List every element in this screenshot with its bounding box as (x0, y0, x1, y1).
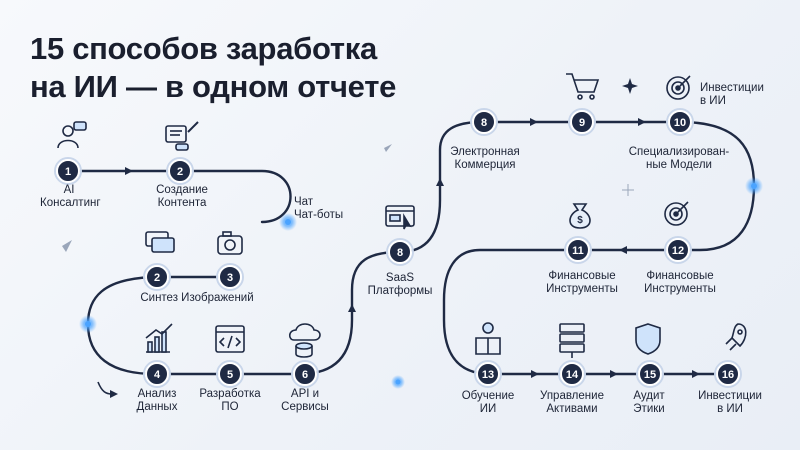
chart-icon (145, 323, 173, 353)
step-number: 9 (579, 117, 585, 129)
pointer-decoration (62, 240, 72, 252)
step-node-8: 8 (386, 238, 414, 266)
cloud-database-icon (288, 323, 321, 358)
step-node-3: 3 (216, 263, 244, 291)
shopping-cart-icon (566, 73, 600, 100)
title-line-2: на ИИ — в одном отчете (30, 69, 397, 104)
flow-arrows (110, 118, 700, 398)
small-arrow-curve (97, 381, 113, 395)
step-node-6: 6 (291, 360, 319, 388)
server-icon (559, 323, 585, 358)
crosshair-icon (622, 184, 634, 196)
step-number: 13 (482, 369, 494, 381)
step-number: 12 (672, 245, 684, 257)
rocket-icon (725, 323, 747, 351)
step-number: 8 (397, 247, 403, 259)
step-number: 5 (227, 369, 233, 381)
step-node-10: 10 (666, 108, 694, 136)
step-number: 2 (177, 166, 183, 178)
step-number: 10 (674, 117, 686, 129)
money-bag-icon: $ (569, 203, 591, 229)
step-number: 1 (65, 166, 71, 178)
step-number: 16 (722, 369, 734, 381)
code-window-icon (215, 325, 245, 353)
step-node-2: 2 (143, 263, 171, 291)
step-node-5: 5 (216, 360, 244, 388)
consultant-icon (57, 121, 87, 149)
sparkle-icon (622, 78, 638, 94)
content-robot-icon (165, 121, 199, 151)
step-number: 4 (154, 369, 161, 381)
step-node-1: 1 (54, 157, 82, 185)
glow-markers (79, 177, 763, 389)
pointer-decoration-2 (384, 144, 392, 152)
step-label-image-synthesis: Синтез Изображений (140, 292, 254, 304)
step-node-9: 9 (568, 108, 596, 136)
step-number: 2 (154, 272, 160, 284)
title-line-1: 15 способов заработка (30, 31, 377, 66)
step-label-10: Специализирован-ные Модели (628, 146, 730, 171)
browser-cursor-icon (385, 205, 415, 230)
step-node-4: 4 (143, 360, 171, 388)
step-number: 14 (566, 369, 579, 381)
step-node-11: 11 (564, 236, 592, 264)
target-icon-2 (664, 201, 689, 226)
step-number: 8 (481, 117, 487, 129)
chat-bubbles-icon (145, 231, 175, 253)
step-node-13: 13 (474, 360, 502, 388)
step-number: 6 (302, 369, 308, 381)
step-node-2: 2 (166, 157, 194, 185)
target-icon (666, 75, 691, 100)
step-node-8: 8 (470, 108, 498, 136)
step-node-12: 12 (664, 236, 692, 264)
step-node-15: 15 (636, 360, 664, 388)
step-node-16: 16 (714, 360, 742, 388)
svg-text:$: $ (577, 215, 583, 226)
shield-icon (635, 323, 661, 355)
book-bulb-icon (475, 322, 501, 355)
step-node-14: 14 (558, 360, 586, 388)
page-title: 15 способов заработка на ИИ — в одном от… (30, 30, 396, 106)
step-number: 15 (644, 369, 656, 381)
step-number: 11 (572, 245, 584, 257)
camera-icon (217, 231, 243, 255)
step-number: 3 (227, 272, 233, 284)
